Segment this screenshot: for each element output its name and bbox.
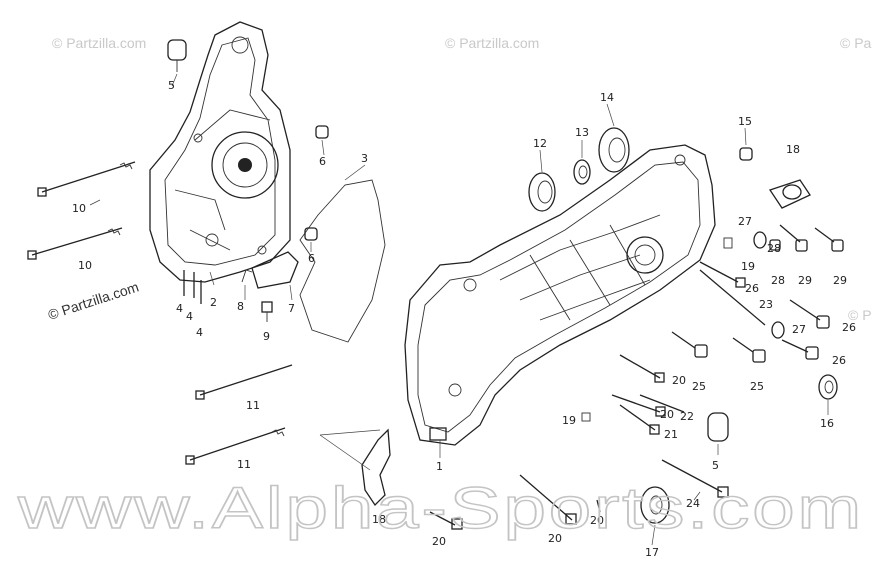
bolt-22	[639, 394, 685, 413]
part-label: 18	[372, 513, 386, 526]
part-label: 28	[767, 242, 781, 255]
part-label: 11	[237, 458, 251, 471]
part-label: 17	[645, 546, 659, 559]
part-label: 1	[436, 460, 443, 473]
washer-27	[771, 321, 785, 339]
dowel-6	[304, 227, 318, 241]
part-label: 3	[361, 152, 368, 165]
watermark-alpha-sports: www.Alpha-Sports.com	[17, 476, 864, 541]
bolt-21-head	[649, 424, 660, 435]
part-label: 14	[600, 91, 614, 104]
part-labels: 5 6 3 10 10 6 2 8 7 4 4 4 9 12 13 14 15 …	[72, 79, 856, 559]
part-label: 29	[798, 274, 812, 287]
pin-19	[581, 237, 733, 422]
part-label: 27	[792, 323, 806, 336]
clip-8	[241, 269, 253, 283]
plate-1	[429, 427, 447, 441]
bolt-25	[694, 344, 708, 358]
part-label: 20	[660, 408, 674, 421]
watermark-partzilla: © Pa	[840, 35, 872, 51]
part-label: 29	[833, 274, 847, 287]
bushing-5-top	[167, 39, 187, 72]
part-label: 5	[168, 79, 175, 92]
part-label: 19	[562, 414, 576, 427]
part-label: 4	[176, 302, 183, 315]
part-label: 10	[72, 202, 86, 215]
left-crankcase	[149, 21, 291, 283]
nut-29	[831, 239, 844, 252]
right-crankcase	[404, 144, 716, 446]
part-label: 24	[686, 497, 700, 510]
part-label: 20	[548, 532, 562, 545]
bracket-7	[251, 251, 299, 289]
part-label: 5	[712, 459, 719, 472]
part-label: 18	[786, 143, 800, 156]
watermark-partzilla: © P	[848, 307, 872, 323]
long-bolts-10	[27, 161, 136, 260]
part-label: 10	[78, 259, 92, 272]
bolt-25-shank	[671, 331, 696, 349]
part-label: 19	[741, 260, 755, 273]
plug-15	[739, 147, 753, 161]
part-label: 21	[664, 428, 678, 441]
bolt-9	[261, 301, 273, 322]
nut-28	[769, 239, 781, 251]
part-label: 6	[308, 252, 315, 265]
bearing-12	[528, 172, 556, 212]
seal-13	[573, 159, 591, 185]
bolts-26	[699, 261, 830, 360]
dowel-6	[315, 125, 329, 139]
bolt-25	[752, 349, 766, 363]
gasket-3	[299, 179, 386, 343]
long-bolt-24	[661, 459, 729, 498]
leader-lines	[89, 73, 829, 546]
part-label: 2	[210, 296, 217, 309]
part-label: 9	[263, 330, 270, 343]
part-label: 25	[692, 380, 706, 393]
part-label: 20	[590, 514, 604, 527]
part-label: 26	[745, 282, 759, 295]
bearing-14	[598, 127, 630, 173]
bolts-20	[429, 354, 666, 530]
part-label: 22	[680, 410, 694, 423]
part-label: 4	[196, 326, 203, 339]
watermark-partzilla: © Partzilla.com	[445, 35, 539, 51]
part-label: 20	[672, 374, 686, 387]
part-label: 8	[237, 300, 244, 313]
part-label: 4	[186, 310, 193, 323]
watermark-partzilla: © Partzilla.com	[52, 35, 146, 51]
part-label: 26	[842, 321, 856, 334]
part-label: 6	[319, 155, 326, 168]
part-label: 7	[288, 302, 295, 315]
part-label: 11	[246, 399, 260, 412]
part-label: 16	[820, 417, 834, 430]
part-label: 15	[738, 115, 752, 128]
part-label: 28	[771, 274, 785, 287]
part-label: 13	[575, 126, 589, 139]
part-label: 12	[533, 137, 547, 150]
washer-16	[818, 374, 838, 400]
bushing-5-bottom	[707, 412, 729, 442]
part-label: 20	[432, 535, 446, 548]
nut-29	[795, 239, 808, 252]
long-bolts-11	[185, 364, 293, 465]
bolt-21	[619, 404, 656, 431]
part-label: 25	[750, 380, 764, 393]
washer-27	[753, 231, 767, 249]
stud-23	[699, 269, 766, 326]
bolt-25-shank	[732, 337, 754, 353]
part-label: 27	[738, 215, 752, 228]
bracket-18-bottom	[361, 428, 391, 507]
bolt-29-shank	[779, 224, 835, 243]
washer-17	[640, 486, 670, 524]
watermark-partzilla: © Partzilla.com	[46, 278, 141, 322]
small-bolts-4	[183, 270, 202, 304]
part-label: 26	[832, 354, 846, 367]
boss-18	[768, 179, 811, 209]
part-label: 23	[759, 298, 773, 311]
